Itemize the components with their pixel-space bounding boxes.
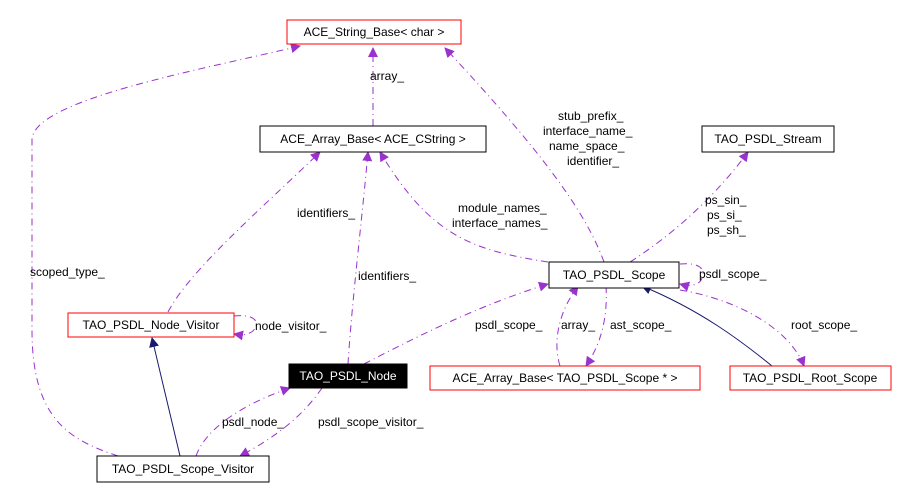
edge-scope-to-root-scope [679, 289, 806, 367]
node-tao-psdl-root-scope-label: TAO_PSDL_Root_Scope [743, 371, 878, 385]
label-identifiers-mid: identifiers_ [358, 269, 416, 283]
node-ace-array-base-scope-ptr-label: ACE_Array_Base< TAO_PSDL_Scope * > [452, 371, 677, 385]
label-node-visitor: node_visitor_ [255, 319, 327, 333]
edge-scope-visitor-to-string-base [31, 43, 301, 457]
node-ace-string-base[interactable]: ACE_String_Base< char > [286, 19, 462, 45]
label-ast-scope: ast_scope_ [610, 318, 672, 332]
label-stub-prefix: stub_prefix_ [558, 109, 624, 123]
label-array: array_ [370, 69, 404, 83]
node-tao-psdl-scope-visitor[interactable]: TAO_PSDL_Scope_Visitor [96, 455, 270, 483]
node-tao-psdl-node-label: TAO_PSDL_Node [299, 369, 396, 383]
edge-scope-to-string-base [444, 47, 605, 263]
label-psdl-scope-node: psdl_scope_ [475, 318, 543, 332]
label-interface-names: interface_names_ [452, 216, 548, 230]
node-ace-string-base-label: ACE_String_Base< char > [304, 25, 445, 39]
node-tao-psdl-node[interactable]: TAO_PSDL_Node [288, 363, 408, 389]
label-ps-sh: ps_sh_ [707, 223, 746, 237]
node-ace-array-base-scope-ptr[interactable]: ACE_Array_Base< TAO_PSDL_Scope * > [429, 365, 701, 391]
label-root-scope: root_scope_ [791, 318, 857, 332]
node-tao-psdl-scope-label: TAO_PSDL_Scope [563, 268, 666, 282]
edge-node-to-array-cstring [347, 151, 373, 365]
label-interface-name: interface_name_ [543, 124, 633, 138]
label-identifier: identifier_ [567, 154, 619, 168]
label-psdl-scope-self: psdl_scope_ [699, 267, 767, 281]
edge-scope-visitor-to-node [195, 386, 291, 457]
label-ps-sin: ps_sin_ [705, 193, 747, 207]
label-scoped-type: scoped_type_ [30, 265, 105, 279]
node-tao-psdl-scope-visitor-label: TAO_PSDL_Scope_Visitor [112, 462, 254, 476]
label-name-space: name_space_ [549, 139, 625, 153]
edge-scope-to-array-cstring [379, 151, 549, 263]
edge-node-visitor-self-loop [233, 315, 257, 341]
edge-scope-to-stream [629, 151, 749, 263]
edge-node-to-scope [363, 281, 549, 365]
edge-node-visitor-to-array-cstring [167, 151, 321, 313]
edge-node-to-scope-visitor [239, 387, 323, 457]
label-identifiers-left: identifiers_ [297, 206, 355, 220]
edge-inherit-scope-visitor-to-node-visitor [149, 337, 181, 457]
label-psdl-scope-visitor: psdl_scope_visitor_ [318, 415, 424, 429]
node-tao-psdl-stream-label: TAO_PSDL_Stream [714, 132, 821, 146]
edge-inherit-root-scope-to-scope [641, 284, 773, 367]
node-tao-psdl-stream[interactable]: TAO_PSDL_Stream [701, 125, 835, 153]
label-array-scope: array_ [561, 318, 595, 332]
node-tao-psdl-scope[interactable]: TAO_PSDL_Scope [548, 261, 680, 289]
node-tao-psdl-root-scope[interactable]: TAO_PSDL_Root_Scope [729, 365, 892, 391]
node-tao-psdl-node-visitor[interactable]: TAO_PSDL_Node_Visitor [67, 312, 235, 338]
label-ps-si: ps_si_ [707, 208, 742, 222]
edge-scope-self-loop [679, 263, 704, 292]
node-ace-array-base-cstring-label: ACE_Array_Base< ACE_CString > [280, 132, 465, 146]
label-module-names: module_names_ [458, 201, 547, 215]
label-psdl-node: psdl_node_ [222, 415, 284, 429]
node-tao-psdl-node-visitor-label: TAO_PSDL_Node_Visitor [83, 318, 220, 332]
node-ace-array-base-cstring[interactable]: ACE_Array_Base< ACE_CString > [259, 125, 487, 153]
